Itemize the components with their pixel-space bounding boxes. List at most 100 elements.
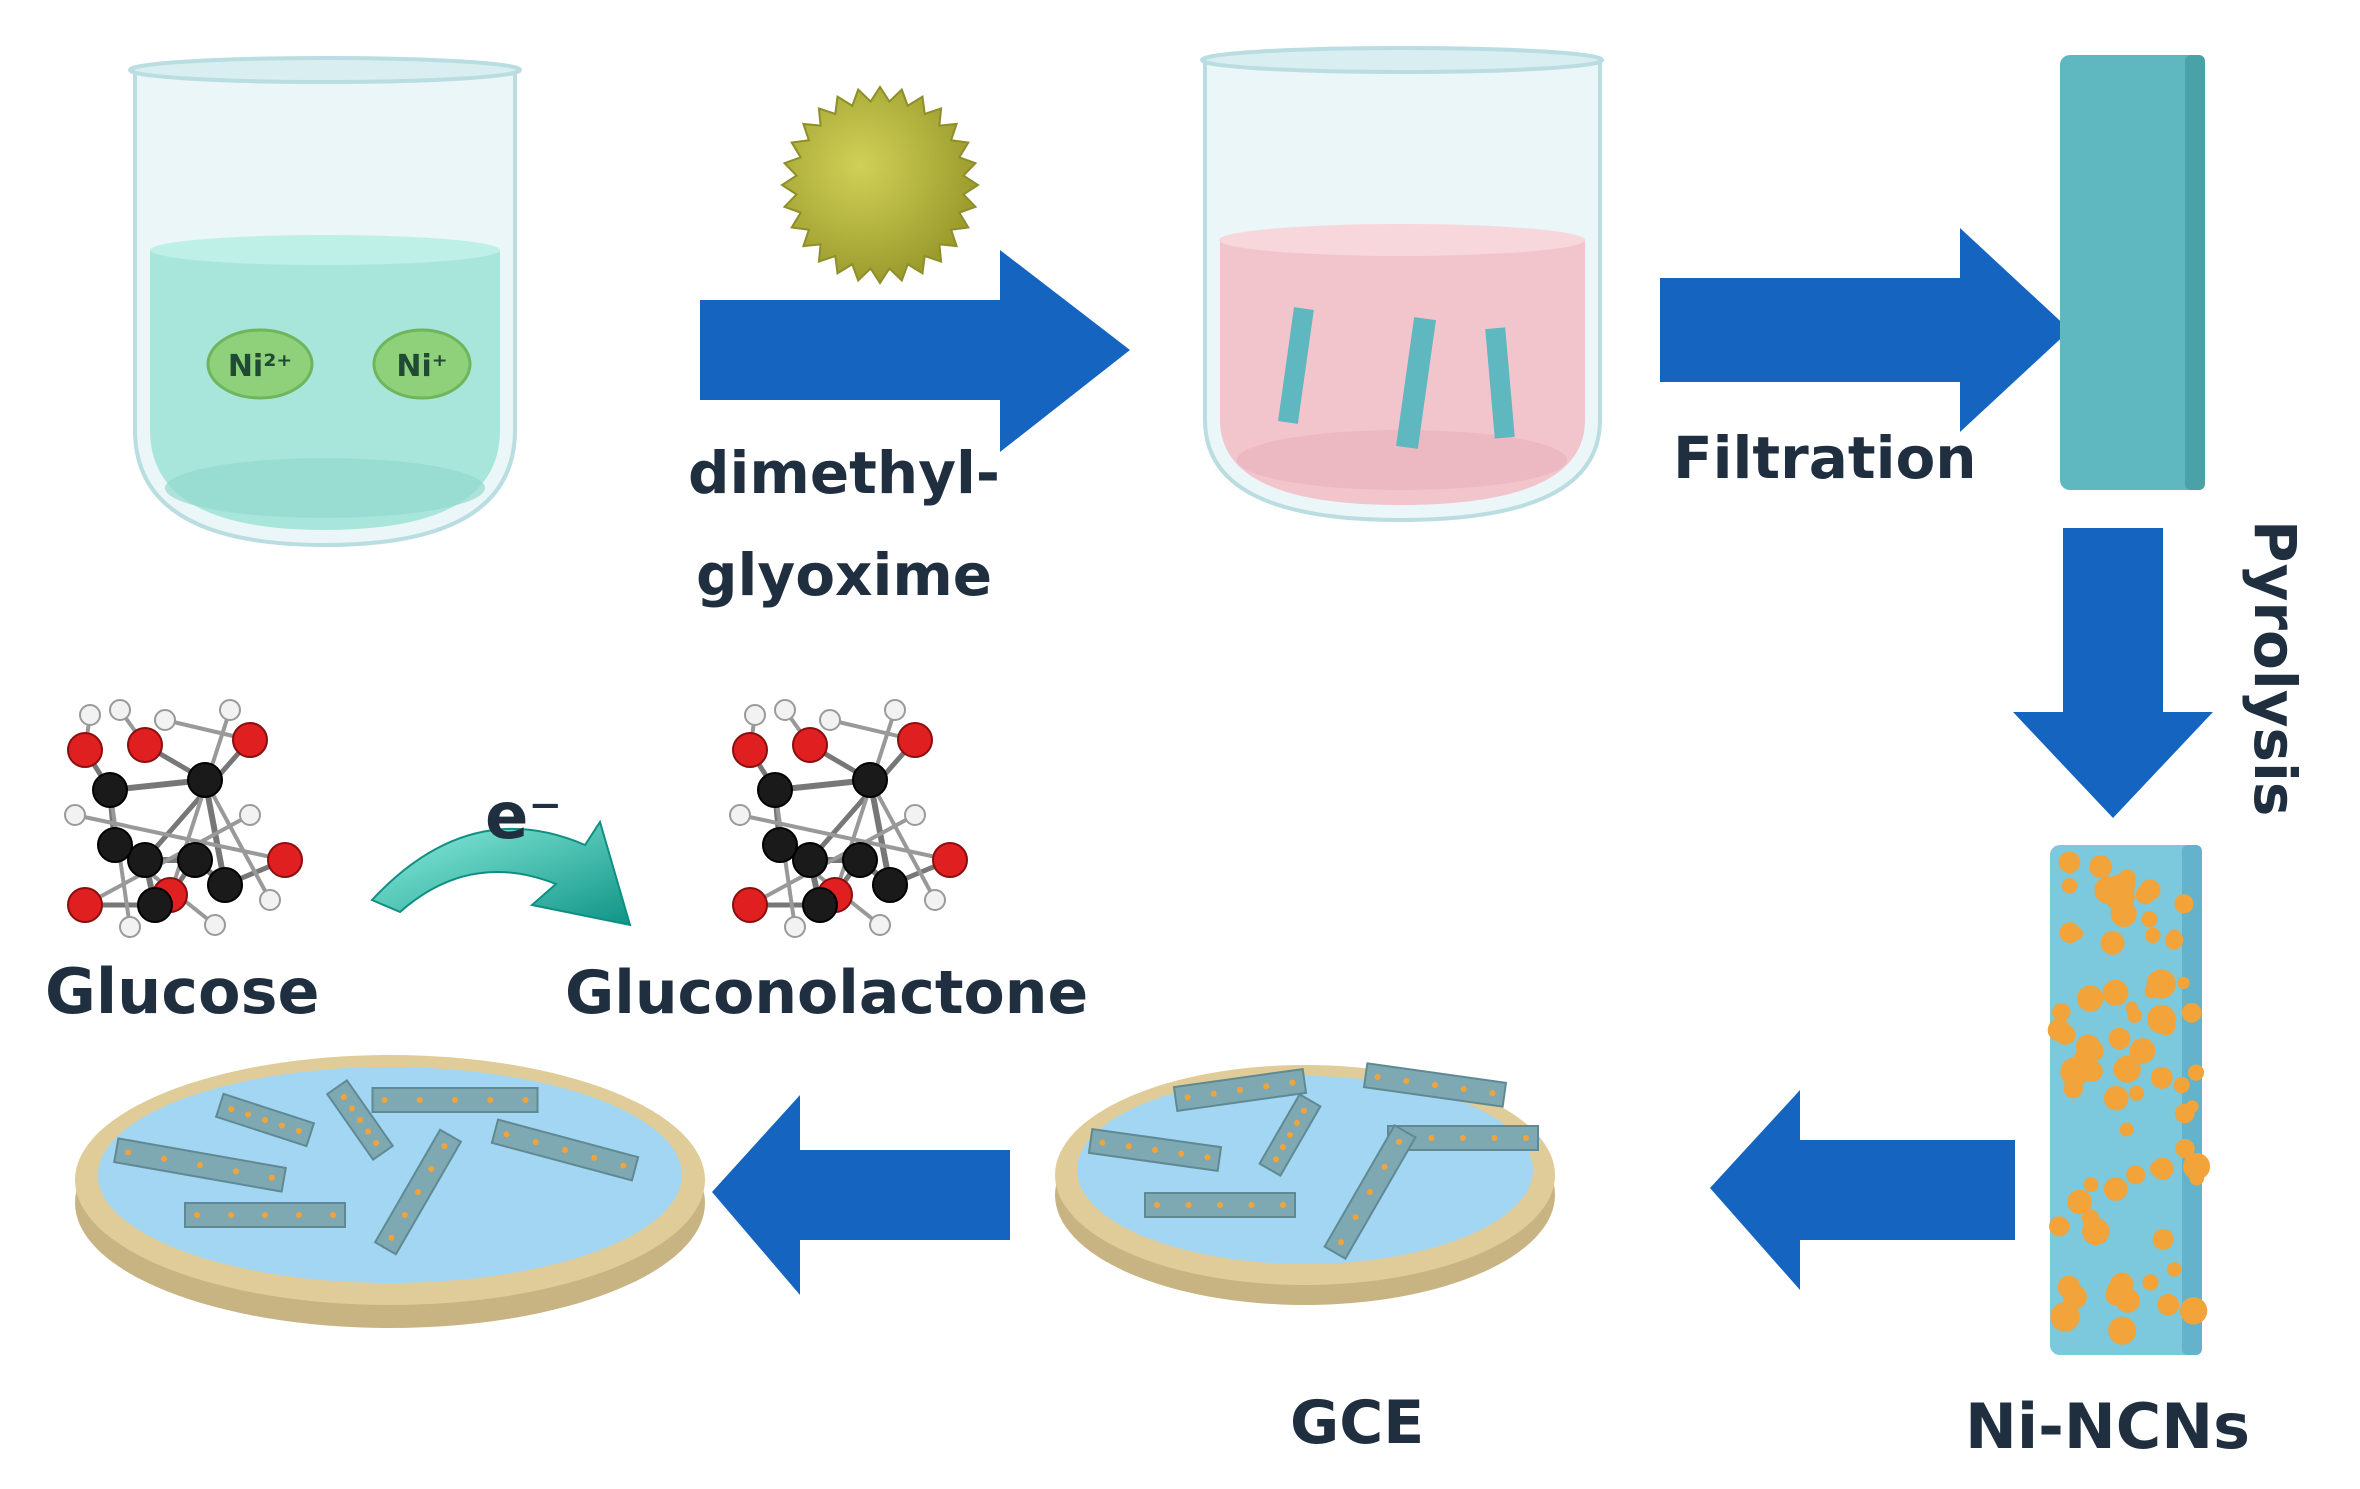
arrow-down-pyrolysis xyxy=(2013,528,2213,818)
nanorod-particle xyxy=(373,1139,380,1146)
nanorod-particle xyxy=(620,1162,627,1169)
beaker-1-solution-surface xyxy=(150,235,500,265)
nanoparticle xyxy=(2102,979,2129,1006)
mol-atom-hydrogen xyxy=(784,916,806,938)
mol-atom-oxygen xyxy=(897,722,933,758)
nanorod-particle xyxy=(1273,1156,1279,1163)
nanoparticle xyxy=(2181,1002,2202,1023)
modified-electrode-nanorods xyxy=(113,1078,640,1256)
mol-atom-carbon xyxy=(92,772,128,808)
nanorod-particle xyxy=(1185,1202,1192,1208)
nanoparticle xyxy=(2150,1160,2167,1177)
nanorod-crystal-3 xyxy=(1485,327,1515,439)
nanorod-particle xyxy=(503,1131,510,1138)
mol-bond xyxy=(808,738,917,862)
electrode-nanorod xyxy=(325,1078,395,1162)
mol-atom-oxygen xyxy=(267,842,303,878)
nanoparticle xyxy=(2186,1100,2199,1113)
mol-bond xyxy=(749,813,916,907)
nanoparticle xyxy=(2147,1004,2176,1034)
nanoparticle xyxy=(2067,1189,2092,1215)
mol-atom-hydrogen xyxy=(744,704,766,726)
nanorod-particle xyxy=(125,1149,132,1156)
mol-bond xyxy=(868,779,937,901)
label-dimethyl: dimethyl- xyxy=(688,439,1000,507)
nanoparticle xyxy=(2189,1170,2205,1186)
nanoparticle xyxy=(2177,976,2190,990)
filtered-nanorod xyxy=(2060,55,2205,490)
nanorod-particle xyxy=(1381,1163,1388,1170)
gce-nanorods xyxy=(1087,1062,1539,1260)
electrode-nanorod xyxy=(1172,1067,1308,1113)
nanorod-body xyxy=(184,1202,346,1228)
nanoparticle xyxy=(2108,1316,2137,1345)
nanoparticle xyxy=(2126,1165,2146,1185)
mol-atom-carbon xyxy=(757,772,793,808)
mol-atom-hydrogen xyxy=(79,704,101,726)
nanorod-particle xyxy=(357,1117,363,1123)
nanoparticle xyxy=(2061,878,2078,894)
ni-ncns-rod-side xyxy=(2182,845,2202,1355)
nanorod-particle xyxy=(228,1212,234,1218)
nanorod-particle xyxy=(1280,1202,1286,1208)
nanoparticle xyxy=(2135,885,2155,905)
nanorod-particle xyxy=(487,1097,494,1103)
ni-nanoparticles xyxy=(2047,851,2211,1345)
label-gluconolactone: Gluconolactone xyxy=(565,958,1088,1028)
ion-ni1-label: Ni⁺ xyxy=(396,349,447,384)
mol-atom-oxygen xyxy=(732,887,768,923)
gce-electrode xyxy=(1055,1062,1555,1305)
nanoparticle xyxy=(2108,1027,2131,1050)
nanoparticle xyxy=(2097,859,2111,873)
nanorod-particle xyxy=(1428,1135,1435,1141)
nanorod-particle xyxy=(1210,1090,1217,1097)
nanoparticle xyxy=(2174,894,2194,914)
nanorod-particle xyxy=(330,1212,336,1218)
electrode-nanorod xyxy=(1144,1192,1296,1218)
arrow-right-2 xyxy=(1660,228,2070,432)
nanoparticle xyxy=(2062,1285,2087,1309)
nanoparticle xyxy=(2129,1038,2156,1064)
mol-atom-hydrogen xyxy=(204,914,226,936)
mol-atom-hydrogen xyxy=(774,699,796,721)
electrode-nanorod xyxy=(1087,1127,1223,1173)
nanorod-particle xyxy=(401,1211,408,1218)
nanorod-particle xyxy=(1289,1079,1296,1086)
mol-atom-oxygen xyxy=(232,722,268,758)
nanoparticle xyxy=(2150,1066,2173,1089)
nanoparticle xyxy=(2083,1177,2099,1192)
mol-atom-hydrogen xyxy=(924,889,946,911)
nanoparticle xyxy=(2112,1061,2130,1078)
nanorod-particle xyxy=(428,1166,435,1173)
nanorod-particle xyxy=(1374,1073,1381,1080)
ion-ni2-label: Ni²⁺ xyxy=(228,349,292,384)
nanorod-particle xyxy=(161,1155,168,1162)
electrode-nanorod xyxy=(1258,1092,1322,1178)
nanorod-particle xyxy=(262,1212,268,1218)
label-filtration: Filtration xyxy=(1673,424,1977,492)
mol-atom-hydrogen xyxy=(119,916,141,938)
nanoparticle xyxy=(2110,900,2137,928)
nanorod-particle xyxy=(1178,1150,1185,1157)
mol-bond xyxy=(74,813,286,862)
mol-atom-hydrogen xyxy=(259,889,281,911)
nanorod-crystal-2 xyxy=(1396,317,1436,449)
nanoparticle xyxy=(2179,1297,2208,1325)
nanoparticle xyxy=(2142,1274,2159,1291)
mol-atom-carbon xyxy=(207,867,243,903)
nanorod-particle xyxy=(1287,1132,1293,1138)
nanoparticle xyxy=(2103,1177,2128,1201)
gluconolactone-molecule-icon xyxy=(729,699,968,938)
label-glyoxime: glyoxime xyxy=(696,541,992,609)
nanorod-particle xyxy=(532,1139,539,1146)
electrode-nanorod xyxy=(490,1118,640,1182)
arrow-right-1 xyxy=(700,250,1130,452)
nanoparticle xyxy=(2145,927,2161,944)
nanoparticle xyxy=(2100,931,2125,955)
mol-atom-carbon xyxy=(187,762,223,798)
nanorod-particle xyxy=(1491,1135,1498,1141)
beaker-1-rim xyxy=(128,56,522,84)
nanoparticle xyxy=(2083,1038,2096,1052)
nanorod-particle xyxy=(268,1174,275,1181)
mol-atom-oxygen xyxy=(732,732,768,768)
